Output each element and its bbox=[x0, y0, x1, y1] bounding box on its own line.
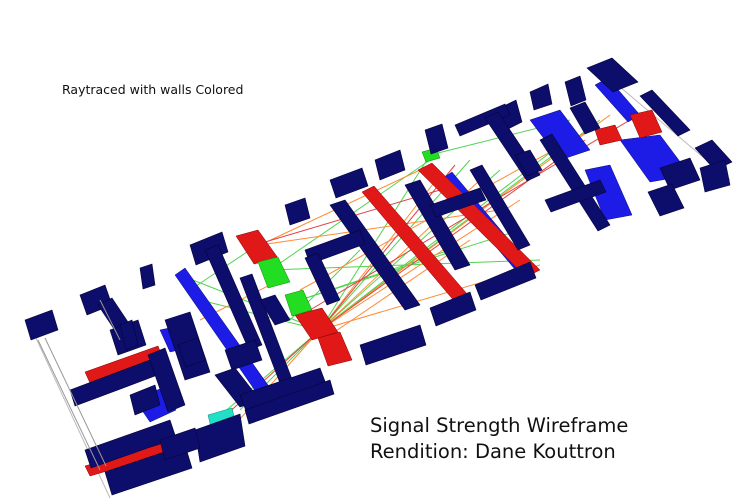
wall-mid-15 bbox=[359, 324, 427, 366]
wall-mid-7 bbox=[329, 199, 421, 311]
wall-tr-4 bbox=[699, 159, 731, 193]
wall-left-4 bbox=[24, 309, 59, 341]
green-block-a bbox=[257, 256, 291, 289]
wall-tr-14 bbox=[569, 101, 601, 135]
wall-tr-6 bbox=[647, 183, 685, 217]
wall-left-6 bbox=[177, 337, 207, 368]
render-mode-caption: Raytraced with walls Colored bbox=[62, 82, 244, 97]
wall-left-8 bbox=[147, 347, 186, 413]
floor-detail-lines bbox=[37, 299, 121, 471]
green-block-b bbox=[284, 289, 313, 317]
wall-left-13 bbox=[119, 319, 139, 351]
red-block-right-b bbox=[594, 124, 623, 146]
floor-line-b bbox=[44, 337, 107, 467]
wall-mid-10 bbox=[404, 179, 471, 271]
wall-left-12 bbox=[159, 427, 201, 461]
wall-tr-1 bbox=[586, 57, 639, 93]
wall-left-7 bbox=[69, 359, 156, 407]
dark-walls bbox=[24, 57, 733, 496]
wall-mid-18 bbox=[259, 294, 291, 326]
wall-mid-2 bbox=[374, 149, 406, 181]
wall-tr-15 bbox=[514, 149, 543, 177]
floor-line-c bbox=[99, 299, 121, 341]
wall-mid-19 bbox=[224, 339, 263, 371]
wall-mid-3 bbox=[329, 167, 369, 199]
wall-mid-22 bbox=[194, 413, 246, 463]
wall-mid-13 bbox=[474, 261, 537, 301]
wall-left-9 bbox=[129, 384, 161, 416]
wall-tr-5 bbox=[659, 157, 701, 191]
wall-mid-11 bbox=[429, 187, 487, 218]
wall-tr-8 bbox=[529, 83, 553, 111]
blue-wall-right-block bbox=[584, 164, 633, 221]
title-line-2: Rendition: Dane Kouttron bbox=[370, 440, 616, 463]
wall-tr-7 bbox=[564, 75, 587, 107]
wall-mid-9 bbox=[304, 252, 341, 306]
red-block-lower bbox=[317, 331, 353, 367]
wall-mid-4 bbox=[284, 197, 311, 226]
wall-mid-6 bbox=[139, 263, 156, 290]
wall-tr-2 bbox=[639, 89, 691, 137]
wall-tr-10 bbox=[454, 103, 511, 137]
wall-mid-16 bbox=[204, 244, 263, 351]
red-block-mid bbox=[294, 307, 339, 341]
title-caption-block: Signal Strength Wireframe Rendition: Dan… bbox=[370, 413, 628, 465]
wall-tr-13 bbox=[544, 179, 607, 213]
red-block-right bbox=[629, 109, 663, 139]
wall-mid-12 bbox=[469, 164, 531, 251]
wall-mid-1 bbox=[424, 123, 449, 155]
wall-mid-14 bbox=[429, 291, 477, 327]
title-line-1: Signal Strength Wireframe bbox=[370, 414, 629, 437]
floor-line-a bbox=[37, 339, 101, 471]
red-wall-upper bbox=[417, 162, 541, 278]
wall-mid-23 bbox=[244, 379, 335, 425]
